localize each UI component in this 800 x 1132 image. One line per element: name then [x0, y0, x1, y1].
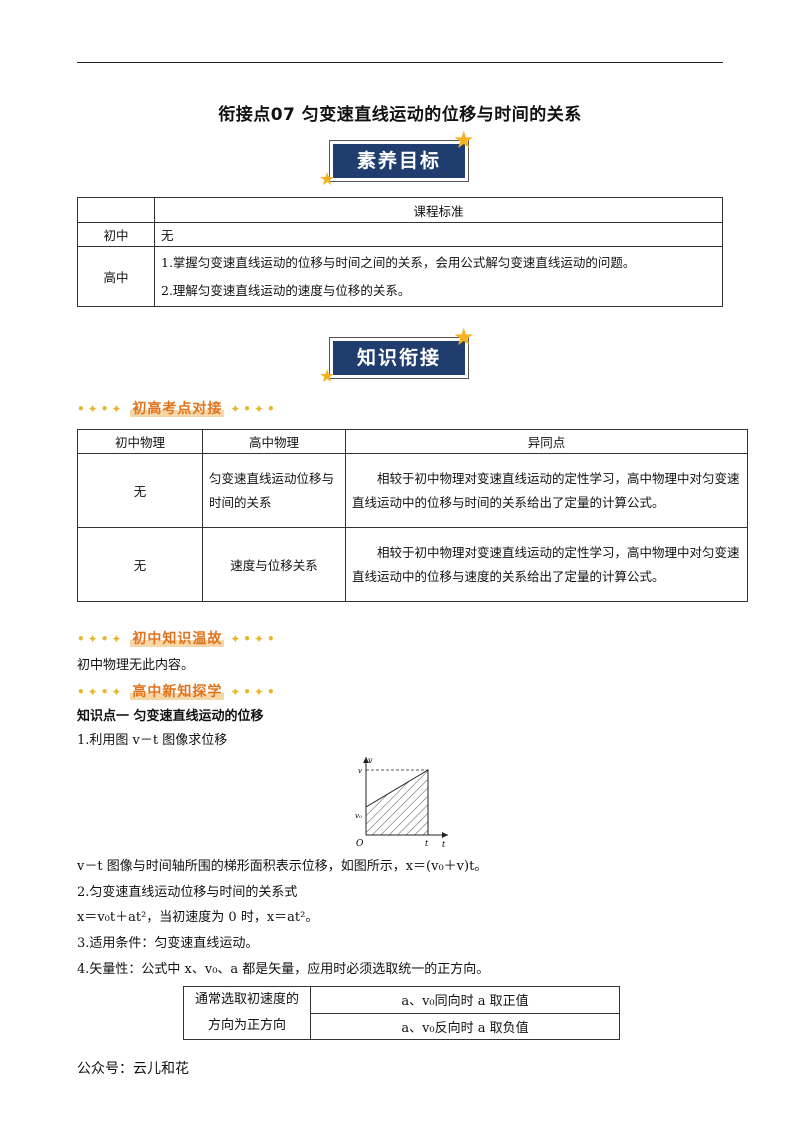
cell-senior: 速度与位移关系 [202, 527, 346, 602]
table-corner [77, 197, 155, 223]
origin-label: O [356, 839, 364, 849]
star-icon: ★ [453, 126, 475, 154]
cell-junior: 无 [77, 527, 203, 602]
section-label: 初高考点对接 [130, 401, 225, 417]
formula-line: x＝v₀t＋at²，当初速度为 0 时，x＝at²。 [77, 910, 319, 925]
v-tick-label: v [358, 767, 362, 775]
cell-junior: 无 [77, 453, 203, 528]
item-3: 3.适用条件：匀变速直线运动。 [77, 936, 259, 951]
item-1: 1.利用图 v－t 图像求位移 [77, 733, 228, 748]
junior-review-text: 初中物理无此内容。 [77, 658, 195, 673]
star-icon: ★ [319, 366, 336, 387]
sparkle-icon: ✦•✦• [230, 685, 278, 699]
knowledge-point-title: 知识点一 匀变速直线运动的位移 [77, 709, 264, 724]
arrow-icon [442, 832, 448, 838]
col-header: 异同点 [345, 429, 748, 454]
banner-label: 知识衔接 [333, 341, 465, 375]
content-line: 2.理解匀变速直线运动的速度与位移的关系。 [161, 282, 411, 298]
star-icon: ★ [319, 169, 336, 190]
col-header: 初中物理 [77, 429, 203, 454]
row-content: 无 [154, 222, 723, 247]
axis-v-label: v [368, 756, 373, 765]
section-label: 高中新知探学 [130, 684, 225, 700]
item-2: 2.匀变速直线运动位移与时间的关系式 [77, 885, 298, 900]
row-content: 1.掌握匀变速直线运动的位移与时间之间的关系，会用公式解匀变速直线运动的问题。 … [154, 246, 723, 307]
section-tag-senior-new: •✦•✦ 高中新知探学 ✦•✦• [77, 681, 278, 701]
t-tick-label: t [425, 839, 429, 848]
axis-t-label: t [442, 840, 446, 849]
table-header: 课程标准 [154, 197, 723, 223]
sparkle-icon: ✦•✦• [230, 632, 278, 646]
cell-diff: 相较于初中物理对变速直线运动的定性学习，高中物理中对匀变速直线运动中的位移与时间… [345, 453, 748, 528]
opposite-direction-cell: a、v₀反向时 a 取负值 [310, 1012, 620, 1040]
top-rule [77, 62, 723, 63]
arrow-icon [363, 757, 369, 763]
sparkle-icon: •✦•✦ [77, 402, 125, 416]
section-tag-junior-review: •✦•✦ 初中知识温故 ✦•✦• [77, 628, 278, 648]
footer-wechat-account: 公众号：云儿和花 [77, 1061, 189, 1077]
banner-label: 素养目标 [333, 144, 465, 178]
cell-senior: 匀变速直线运动位移与时间的关系 [202, 453, 346, 528]
banner-knowledge-bridge: 知识衔接 ★ ★ [319, 325, 475, 387]
vt-graph-figure: v t v v₀ O t [355, 756, 448, 849]
cell-diff: 相较于初中物理对变速直线运动的定性学习，高中物理中对匀变速直线运动中的位移与速度… [345, 527, 748, 602]
row-label: 初中 [77, 222, 155, 247]
sparkle-icon: •✦•✦ [77, 632, 125, 646]
content-line: 1.掌握匀变速直线运动的位移与时间之间的关系，会用公式解匀变速直线运动的问题。 [161, 254, 636, 270]
comparison-table: 初中物理 高中物理 异同点 无 匀变速直线运动位移与时间的关系 相较于初中物理对… [77, 429, 748, 602]
section-tag-exam-points: •✦•✦ 初高考点对接 ✦•✦• [77, 398, 278, 418]
direction-rule-cell: 通常选取初速度的方向为正方向 [183, 986, 311, 1040]
v0-tick-label: v₀ [355, 812, 362, 820]
same-direction-cell: a、v₀同向时 a 取正值 [310, 986, 620, 1014]
section-label: 初中知识温故 [130, 631, 225, 647]
trapezoid-area [365, 769, 429, 836]
sparkle-icon: •✦•✦ [77, 685, 125, 699]
direction-table: 通常选取初速度的方向为正方向 a、v₀同向时 a 取正值 a、v₀反向时 a 取… [183, 986, 620, 1040]
figure-explanation: v－t 图像与时间轴所围的梯形面积表示位移，如图所示，x＝(v₀＋v)t。 [77, 859, 488, 874]
col-header: 高中物理 [202, 429, 346, 454]
page-title: 衔接点07 匀变速直线运动的位移与时间的关系 [218, 105, 582, 125]
row-label: 高中 [77, 246, 155, 307]
star-icon: ★ [453, 323, 475, 351]
banner-literacy-goals: 素养目标 ★ ★ [319, 128, 475, 190]
item-4: 4.矢量性：公式中 x、v₀、a 都是矢量，应用时必须选取统一的正方向。 [77, 962, 490, 977]
sparkle-icon: ✦•✦• [230, 402, 278, 416]
curriculum-standards-table: 课程标准 初中 无 高中 1.掌握匀变速直线运动的位移与时间之间的关系，会用公式… [77, 197, 723, 307]
